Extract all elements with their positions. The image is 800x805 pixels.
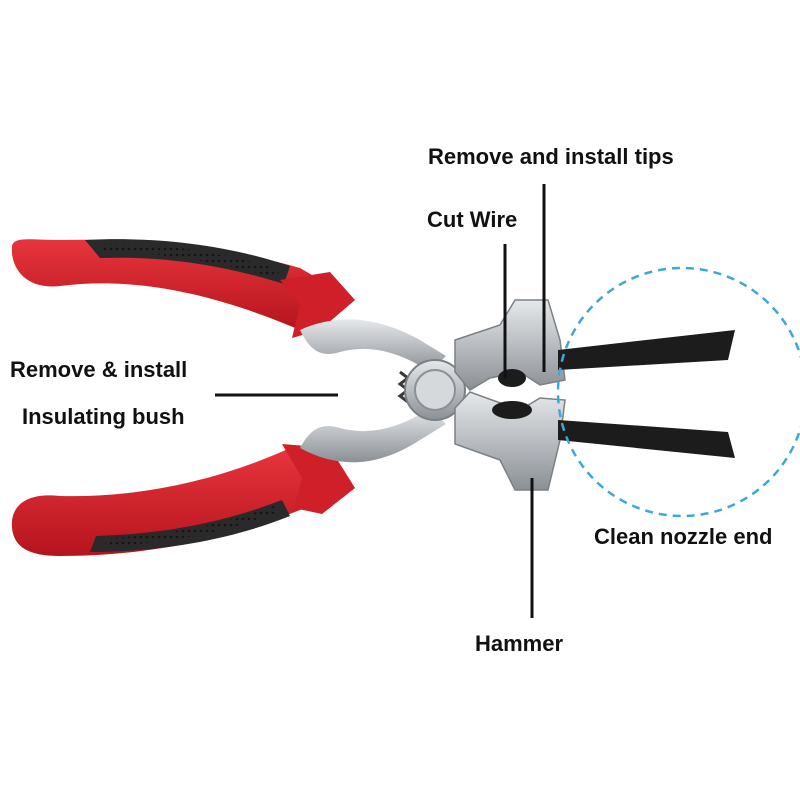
- label-cut-wire: Cut Wire: [427, 207, 518, 232]
- upper-jaw: [558, 330, 735, 370]
- label-clean-nozzle-end: Clean nozzle end: [594, 524, 773, 549]
- lower-jaw: [558, 420, 735, 458]
- label-remove-install: Remove & install: [10, 357, 188, 382]
- plier-head: [454, 299, 566, 491]
- lower-steel-arm: [300, 408, 446, 463]
- label-remove-install-tips: Remove and install tips: [428, 144, 674, 169]
- lower-handle: [11, 444, 355, 556]
- nozzle-highlight-circle: [556, 266, 800, 518]
- upper-steel-arm: [300, 319, 446, 372]
- label-insulating-bush: Insulating bush: [22, 404, 185, 429]
- upper-handle: [11, 239, 355, 338]
- label-hammer: Hammer: [475, 631, 564, 656]
- spring: [397, 370, 411, 404]
- pivot-joint: [404, 359, 466, 421]
